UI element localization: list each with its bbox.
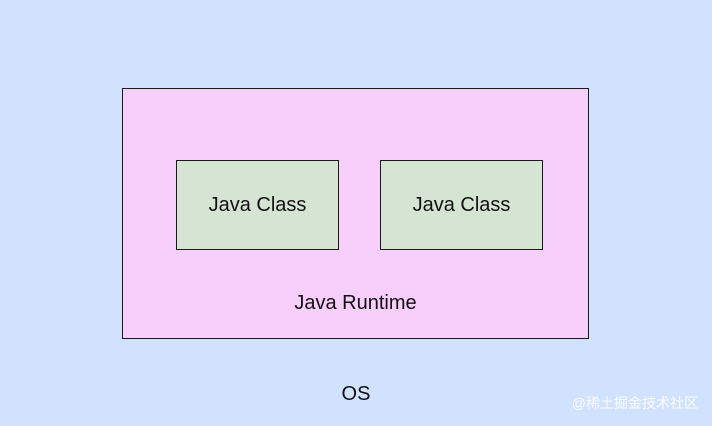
java-runtime-label: Java Runtime [294,292,417,314]
java-class-box-1: Java Class [176,160,339,250]
java-runtime-box: Java Class Java Class Java Runtime [122,88,589,339]
java-class-box-2: Java Class [380,160,543,250]
os-label: OS [341,383,371,405]
java-class-label-2: Java Class [412,193,511,216]
java-class-label-1: Java Class [208,193,307,216]
watermark: @稀土掘金技术社区 [571,395,698,411]
